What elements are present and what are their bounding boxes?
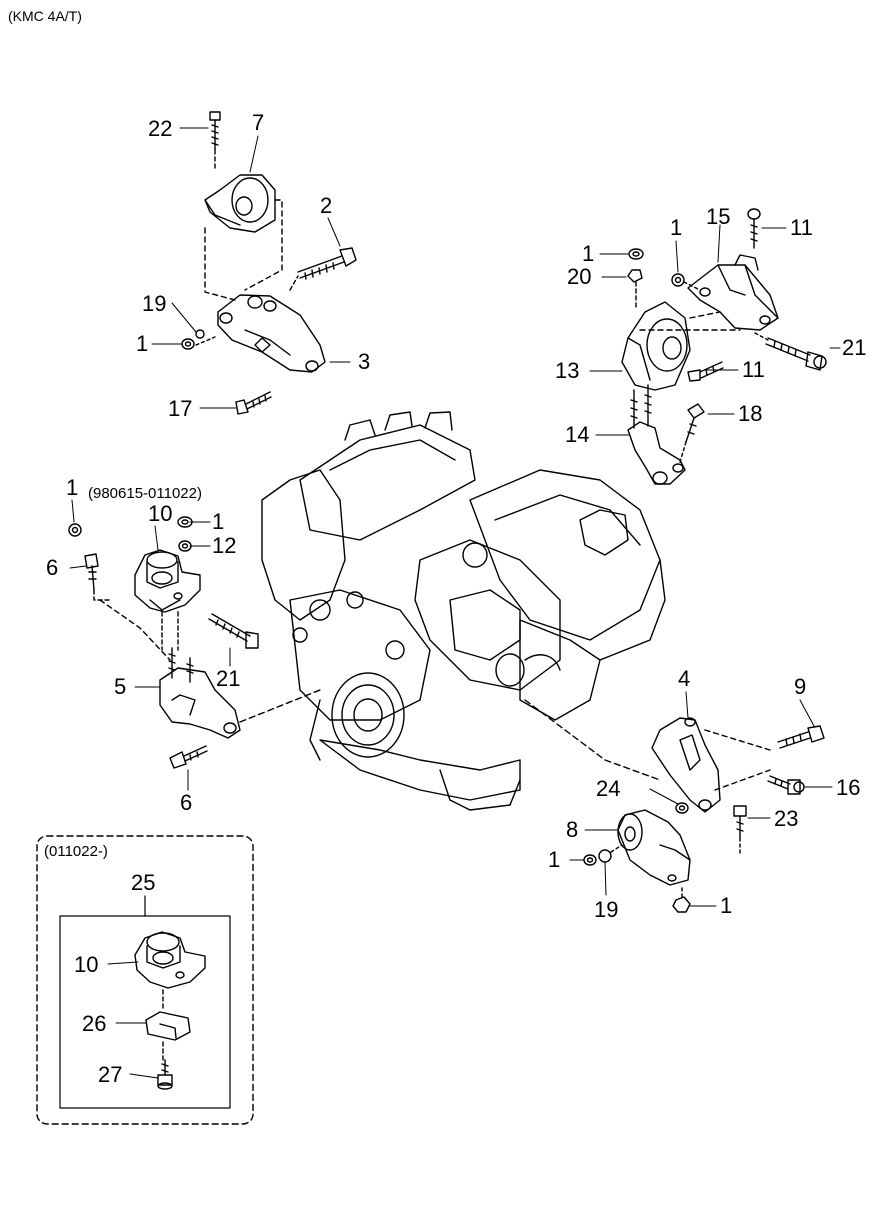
callout-21: 21 xyxy=(216,666,241,691)
callout-19: 19 xyxy=(142,291,167,316)
callout-8: 8 xyxy=(566,817,579,842)
early-range-label: (980615-011022) xyxy=(88,485,202,502)
callout-1: 1 xyxy=(548,847,561,872)
callout-10: 10 xyxy=(74,952,99,977)
callout-21: 21 xyxy=(842,335,867,360)
late-range-label: (011022-) xyxy=(44,843,108,860)
callout-1: 1 xyxy=(720,893,733,918)
leader-lines xyxy=(69,127,841,1079)
callout-1: 1 xyxy=(670,215,683,240)
callout-1: 1 xyxy=(212,509,225,534)
inset-late-version xyxy=(36,835,254,1125)
callout-13: 13 xyxy=(555,358,580,383)
model-header: (KMC 4A/T) xyxy=(8,8,82,24)
callout-16: 16 xyxy=(836,775,861,800)
callout-1: 1 xyxy=(66,475,79,500)
callout-10: 10 xyxy=(148,501,173,526)
callout-9: 9 xyxy=(794,674,807,699)
mount-13-bracket-15-14 xyxy=(621,208,827,485)
callout-22: 22 xyxy=(148,116,173,141)
callout-20: 20 xyxy=(567,264,592,289)
callout-7: 7 xyxy=(252,110,265,135)
engine-block xyxy=(261,411,666,811)
callout-24: 24 xyxy=(596,776,621,801)
callout-12: 12 xyxy=(212,533,237,558)
callout-26: 26 xyxy=(82,1011,107,1036)
callout-2: 2 xyxy=(320,193,333,218)
callout-3: 3 xyxy=(358,349,371,374)
callout-1: 1 xyxy=(136,331,149,356)
callout-15: 15 xyxy=(706,204,731,229)
callout-14: 14 xyxy=(565,422,590,447)
callout-11: 11 xyxy=(790,215,813,240)
callout-25: 25 xyxy=(131,870,156,895)
callout-17: 17 xyxy=(168,396,193,421)
callout-6: 6 xyxy=(180,790,193,815)
callout-18: 18 xyxy=(738,401,763,426)
callout-11: 11 xyxy=(742,357,765,382)
callout-27: 27 xyxy=(98,1062,123,1087)
callout-5: 5 xyxy=(114,674,127,699)
mount-8-bracket-4 xyxy=(524,699,825,913)
callout-4: 4 xyxy=(678,666,691,691)
callout-23: 23 xyxy=(774,806,799,831)
callout-19: 19 xyxy=(594,897,619,922)
mount-7-bracket-3 xyxy=(181,111,357,415)
callout-6: 6 xyxy=(46,555,59,580)
callout-1: 1 xyxy=(582,241,595,266)
mount-10-bracket-5 xyxy=(68,516,321,769)
